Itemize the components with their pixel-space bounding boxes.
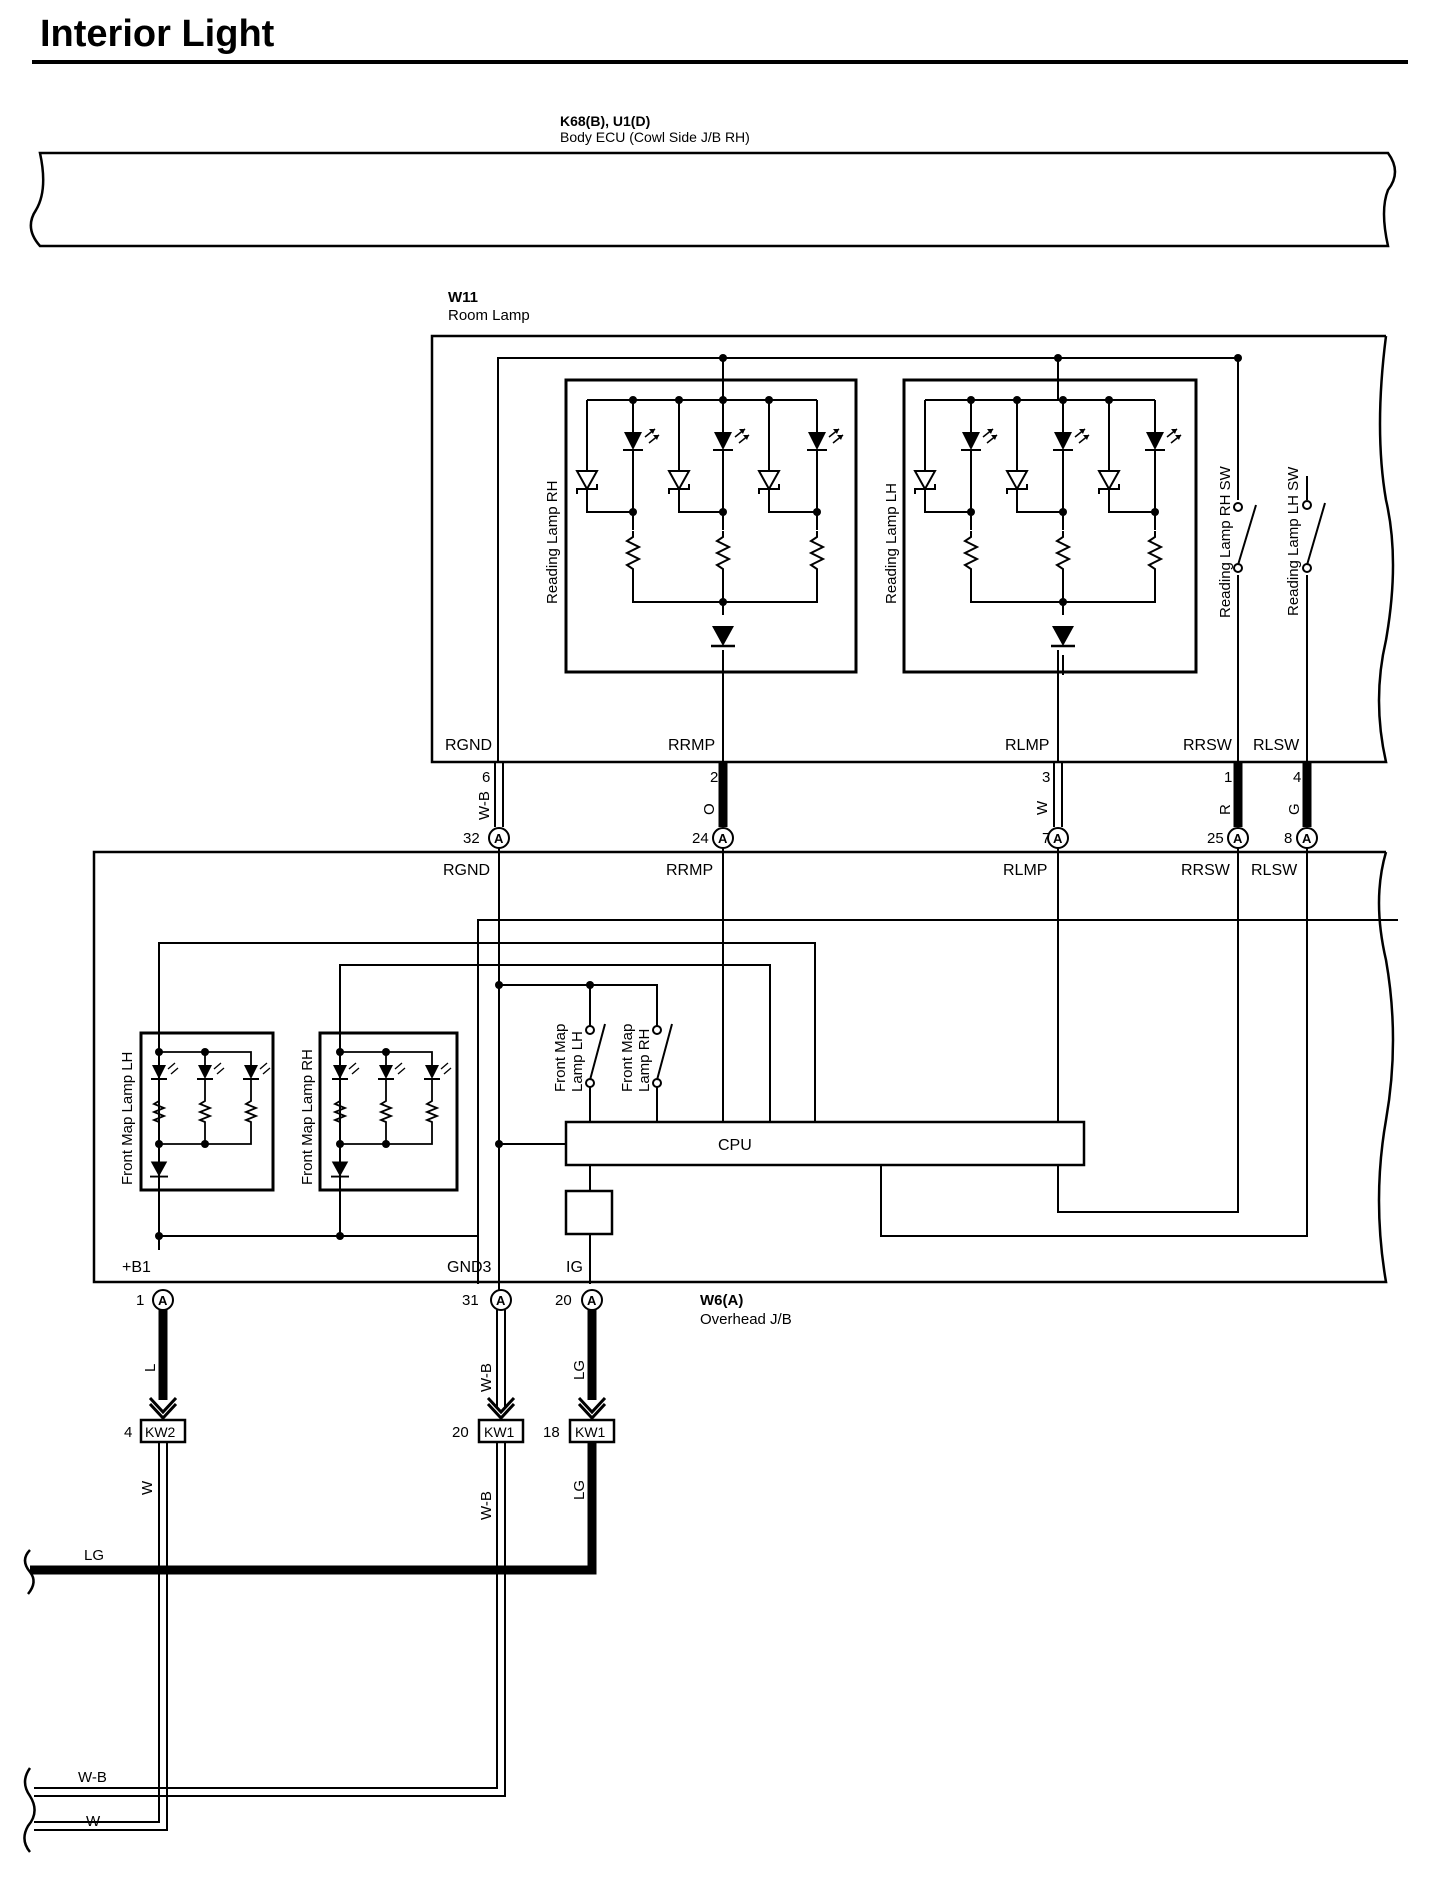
front-map-lamp-rh-switch: Front Map Lamp RH [619, 1024, 673, 1092]
room-terminal-rlsw: RLSW [1253, 737, 1300, 754]
room-terminal-rgnd: RGND [445, 737, 492, 754]
front-map-lh-sw-label-1: Front Map [552, 1024, 569, 1092]
room-pin-1: 1 [1224, 769, 1232, 786]
wire-color-lg-low: LG [571, 1480, 588, 1500]
cpu-label: CPU [718, 1137, 752, 1154]
front-map-lamp-lh-label: Front Map Lamp LH [119, 1052, 136, 1185]
jb-top-connector-circles [488, 827, 1318, 849]
jb-bottom-pin-31: 31 [462, 1292, 479, 1309]
reading-lamp-rh-sw-label: Reading Lamp RH SW [1217, 465, 1234, 618]
room-lamp-connector: W11 [448, 289, 478, 306]
wire-color-g: G [1286, 803, 1303, 815]
overhead-jb-connector: W6(A) [700, 1292, 743, 1309]
room-pin-4: 4 [1293, 769, 1301, 786]
room-to-jb-wires [494, 762, 1312, 827]
jb-terminal-rgnd: RGND [443, 862, 490, 879]
body-ecu-name: Body ECU (Cowl Side J/B RH) [560, 129, 750, 145]
jb-bottom-conn-a-1: A [158, 1293, 168, 1308]
jb-bottom-pin-1: 1 [136, 1292, 144, 1309]
reading-lamp-rh: Reading Lamp RH [544, 378, 858, 675]
room-terminal-rrsw: RRSW [1183, 737, 1233, 754]
jb-bottom-connector-circles [152, 1289, 603, 1311]
kw1-label-a: KW1 [484, 1424, 515, 1440]
kw1-label-b: KW1 [575, 1424, 606, 1440]
jb-bottom-conn-a-3: A [587, 1293, 597, 1308]
jb-pin-8: 8 [1284, 830, 1292, 847]
room-lamp-box [430, 334, 1395, 764]
jb-terminal-gnd3: GND3 [447, 1259, 492, 1276]
jb-lower-wires [148, 1310, 607, 1421]
jb-bottom-pin-20: 20 [555, 1292, 572, 1309]
ig-block [564, 1189, 614, 1236]
lower-harness-wires [30, 1442, 597, 1831]
front-map-lamp-rh-label: Front Map Lamp RH [299, 1049, 316, 1185]
wire-color-w-top: W [1034, 800, 1051, 815]
jb-pin-24: 24 [692, 830, 709, 847]
jb-terminal-rlmp: RLMP [1003, 862, 1047, 879]
body-ecu-connector: K68(B), U1(D) [560, 113, 650, 129]
reading-lamp-lh-label: Reading Lamp LH [883, 483, 900, 604]
jb-terminal-rrsw: RRSW [1181, 862, 1231, 879]
jb-conn-a-1: A [494, 831, 504, 846]
reading-lamp-lh-sw-label: Reading Lamp LH SW [1285, 466, 1302, 616]
wire-color-o: O [701, 803, 718, 815]
reading-lamp-rh-switch: Reading Lamp RH SW [1217, 465, 1257, 618]
wire-color-wb-mid: W-B [478, 1363, 495, 1392]
room-terminal-rlmp: RLMP [1005, 737, 1049, 754]
room-lamp-name: Room Lamp [448, 307, 530, 324]
harness-lg-label: LG [84, 1547, 104, 1564]
kw1-pin-18: 18 [543, 1424, 560, 1441]
wire-color-r: R [1217, 804, 1234, 815]
jb-terminal-rlsw: RLSW [1251, 862, 1298, 879]
wire-color-l: L [142, 1364, 159, 1372]
page-title: Interior Light [40, 13, 275, 55]
jb-pin-7: 7 [1042, 830, 1050, 847]
kw1-pin-20: 20 [452, 1424, 469, 1441]
kw-connectors [139, 1418, 616, 1444]
wire-color-lg-mid: LG [571, 1360, 588, 1380]
overhead-jb-name: Overhead J/B [700, 1311, 792, 1328]
jb-terminal-ig: IG [566, 1259, 583, 1276]
front-map-lamp-rh: Front Map Lamp RH [299, 1031, 459, 1192]
front-map-lamp-lh: Front Map Lamp LH [119, 1031, 275, 1192]
reading-lamp-lh: Reading Lamp LH [883, 378, 1198, 675]
room-pin-6: 6 [482, 769, 490, 786]
wire-color-w-low: W [139, 1480, 156, 1495]
kw2-pin-4: 4 [124, 1424, 132, 1441]
front-map-lamp-lh-switch: Front Map Lamp LH [552, 1024, 606, 1092]
jb-conn-a-2: A [718, 831, 728, 846]
wire-color-wb-low: W-B [478, 1491, 495, 1520]
front-map-rh-sw-label-2: Lamp RH [636, 1029, 653, 1092]
jb-bottom-conn-a-2: A [496, 1293, 506, 1308]
jb-conn-a-4: A [1233, 831, 1243, 846]
jb-terminal-rrmp: RRMP [666, 862, 713, 879]
kw2-label: KW2 [145, 1424, 176, 1440]
wire-color-wb-top: W-B [476, 791, 493, 820]
front-map-rh-sw-label-1: Front Map [619, 1024, 636, 1092]
overhead-jb-box [92, 850, 1395, 1284]
jb-terminal-b1: +B1 [122, 1259, 151, 1276]
body-ecu-box [29, 151, 1397, 248]
reading-lamp-lh-switch: Reading Lamp LH SW [1285, 466, 1326, 616]
jb-pin-25: 25 [1207, 830, 1224, 847]
room-terminal-rrmp: RRMP [668, 737, 715, 754]
jb-conn-a-5: A [1302, 831, 1312, 846]
harness-wb-label: W-B [78, 1769, 107, 1786]
jb-pin-32: 32 [463, 830, 480, 847]
cpu-block [564, 1120, 1086, 1167]
jb-conn-a-3: A [1053, 831, 1063, 846]
room-pin-3: 3 [1042, 769, 1050, 786]
room-lamp-internal-wiring [497, 357, 1308, 762]
reading-lamp-rh-label: Reading Lamp RH [544, 481, 561, 604]
harness-w-label: W [86, 1813, 101, 1830]
harness-break-marks [23, 1549, 36, 1853]
front-map-lh-sw-label-2: Lamp LH [569, 1031, 586, 1092]
room-pin-2: 2 [710, 769, 718, 786]
